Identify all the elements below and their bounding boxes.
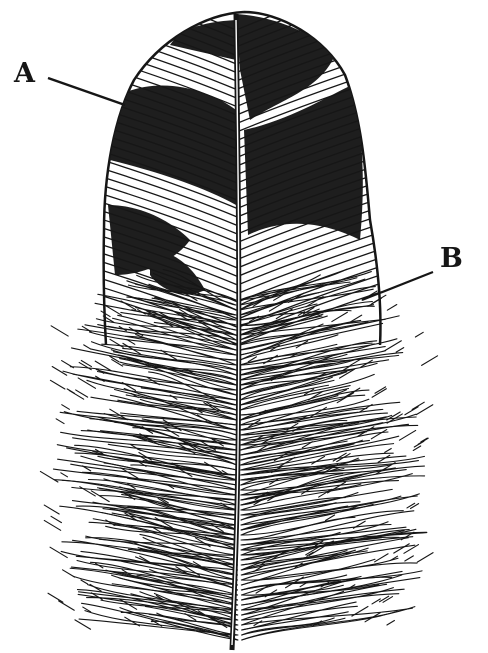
down-wisp — [385, 448, 392, 452]
down-wisp — [48, 593, 63, 602]
down-wisp — [50, 380, 64, 389]
down-wisp — [81, 360, 91, 366]
down-wisp — [416, 405, 432, 415]
down-wisp — [82, 326, 91, 331]
down-wisp — [51, 516, 61, 522]
down-wisp — [396, 348, 404, 353]
label-a: A — [14, 60, 35, 87]
down-wisp — [44, 520, 60, 530]
down-wisp — [405, 556, 414, 561]
down-wisp — [352, 606, 368, 616]
label-b: B — [440, 245, 463, 272]
down-wisp — [59, 601, 75, 610]
down-wisp — [62, 405, 70, 410]
down-barb-left — [85, 325, 236, 350]
down-wisp — [79, 362, 91, 369]
down-wisp — [332, 312, 348, 321]
down-wisp — [69, 391, 83, 400]
down-wisp — [422, 356, 438, 366]
down-wisp — [418, 438, 428, 444]
barb-right — [238, 230, 388, 285]
down-wisp — [375, 554, 388, 562]
down-wisp — [371, 430, 386, 439]
down-wisp — [383, 597, 393, 603]
down-wisp — [44, 505, 59, 514]
down-wisp — [412, 402, 424, 409]
down-wisp — [185, 614, 196, 621]
down-wisp — [76, 390, 88, 397]
down-wisp — [103, 304, 121, 315]
down-wisp — [365, 613, 380, 622]
down-wisp — [387, 621, 395, 626]
barb-right — [238, 264, 388, 319]
down-wisp — [78, 378, 95, 388]
down-wisp — [405, 407, 418, 415]
down-wisp — [410, 504, 418, 509]
down-wisp — [90, 584, 101, 591]
down-wisp — [387, 305, 396, 311]
down-wisp — [372, 389, 386, 398]
down-wisp — [122, 382, 135, 390]
down-wisp — [75, 620, 91, 629]
dark-band — [110, 86, 236, 205]
down-wisp — [63, 570, 75, 577]
down-wisp — [40, 471, 58, 482]
down-wisp — [61, 473, 68, 477]
down-wisp — [84, 345, 91, 349]
down-wisp — [417, 553, 433, 562]
down-wisp — [399, 430, 415, 440]
leader-line-a — [48, 78, 125, 105]
barb-right — [238, 239, 388, 294]
down-wisp — [110, 339, 123, 347]
down-wisp — [51, 326, 68, 336]
down-wisp — [52, 367, 67, 376]
down-wisp — [385, 341, 401, 351]
down-barb-left — [75, 445, 237, 475]
down-wisp — [56, 419, 64, 424]
down-wisp — [415, 332, 423, 337]
down-wisp — [62, 361, 74, 368]
